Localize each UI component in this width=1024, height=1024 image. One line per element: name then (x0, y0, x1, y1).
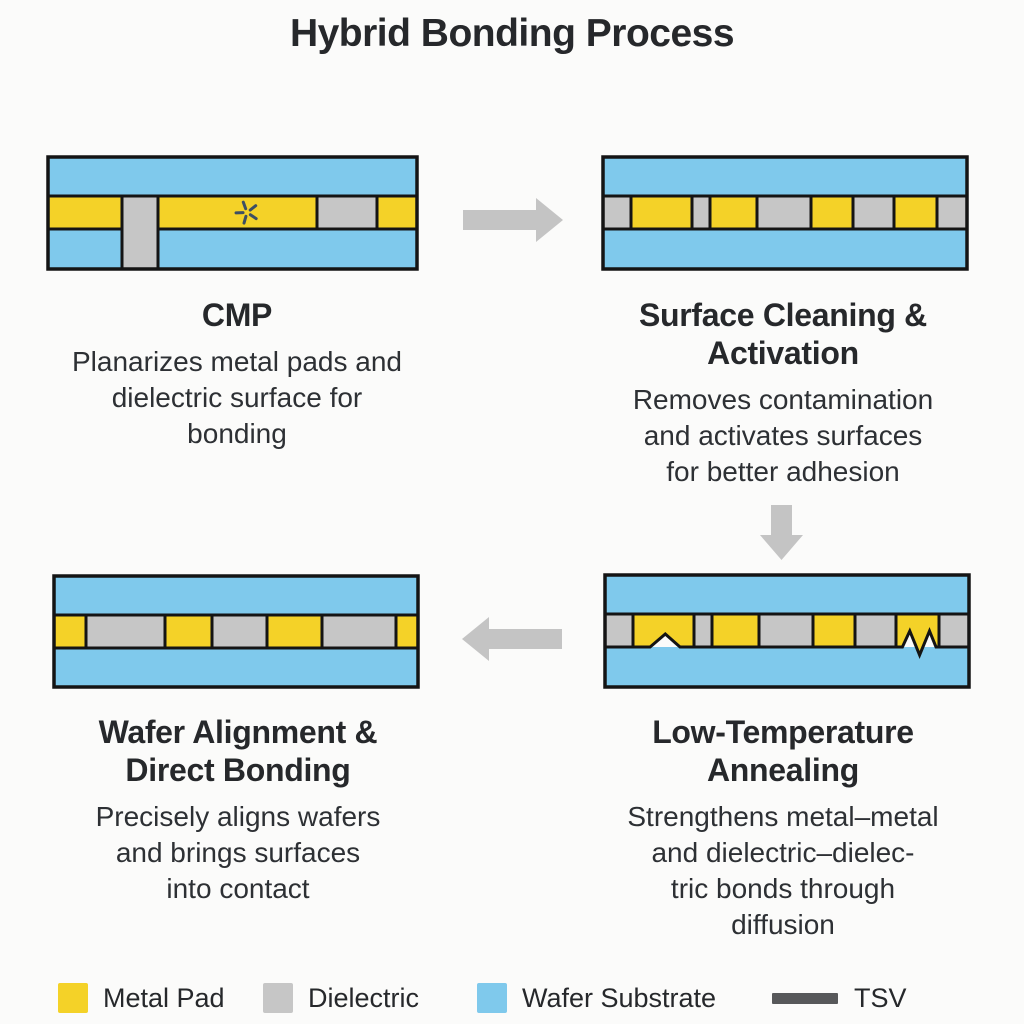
step-desc-line: Precisely aligns wafers (95, 801, 381, 832)
legend-label: TSV (854, 982, 907, 1013)
step-title-line: Surface Cleaning & (638, 297, 927, 333)
legend-item-wafer-substrate: Wafer Substrate (477, 983, 716, 1013)
legend-item-dielectric: Dielectric (263, 983, 419, 1013)
wafer-substrate-swatch (477, 983, 507, 1013)
step-desc-line: Removes contamination (632, 384, 934, 415)
tsv-swatch (772, 992, 838, 1004)
step-bonding: Wafer Alignment & Direct Bonding Precise… (38, 713, 438, 907)
arrow-down-icon (760, 505, 803, 560)
step-cmp-description: Planarizes metal pads and dielectric sur… (37, 344, 437, 452)
step-desc-line: and brings surfaces (115, 837, 361, 868)
step-cmp-title: CMP (37, 296, 437, 334)
step-desc-line: Strengthens metal–metal (627, 801, 939, 832)
step-cmp: CMP Planarizes metal pads and dielectric… (37, 296, 437, 452)
step-desc-line: bonding (187, 418, 287, 449)
step-annealing: Low-Temperature Annealing Strengthens me… (583, 713, 983, 943)
legend-label: Metal Pad (103, 982, 225, 1013)
step-title-line: Direct Bonding (125, 752, 351, 788)
step-annealing-description: Strengthens metal–metal and dielectric–d… (583, 799, 983, 943)
legend-item-tsv: TSV (772, 983, 907, 1013)
step-title-line: CMP (201, 297, 273, 333)
dielectric-swatch (263, 983, 293, 1013)
step-title-line: Activation (707, 335, 859, 371)
wafer-diagram-surface-cleaning (599, 153, 971, 273)
step-surface-cleaning-title: Surface Cleaning & Activation (583, 296, 983, 372)
step-title-line: Wafer Alignment & (98, 714, 378, 750)
arrow-right-icon (463, 198, 563, 242)
wafer-diagram-bonding (50, 572, 422, 691)
step-desc-line: and dielectric–dielec- (651, 837, 915, 868)
wafer-diagram-cmp (44, 153, 421, 273)
wafer-diagram-annealing (601, 571, 973, 691)
diagram-title: Hybrid Bonding Process (289, 12, 735, 55)
metal-pad-swatch (58, 983, 88, 1013)
step-title-line: Annealing (707, 752, 859, 788)
legend-item-metal-pad: Metal Pad (58, 983, 225, 1013)
step-bonding-title: Wafer Alignment & Direct Bonding (38, 713, 438, 789)
step-annealing-title: Low-Temperature Annealing (583, 713, 983, 789)
step-desc-line: tric bonds through (670, 873, 896, 904)
step-surface-cleaning-description: Removes contamination and activates surf… (583, 382, 983, 490)
legend-label: Dielectric (308, 982, 420, 1013)
step-desc-line: dielectric surface for (111, 382, 363, 413)
step-bonding-description: Precisely aligns wafers and brings surfa… (38, 799, 438, 907)
step-desc-line: diffusion (731, 909, 835, 940)
step-desc-line: and activates surfaces (643, 420, 923, 451)
step-title-line: Low-Temperature (652, 714, 914, 750)
step-surface-cleaning: Surface Cleaning & Activation Removes co… (583, 296, 983, 490)
step-desc-line: for better adhesion (666, 456, 900, 487)
step-desc-line: into contact (166, 873, 310, 904)
legend-label: Wafer Substrate (522, 982, 717, 1013)
step-desc-line: Planarizes metal pads and (72, 346, 402, 377)
arrow-left-icon (462, 617, 562, 661)
